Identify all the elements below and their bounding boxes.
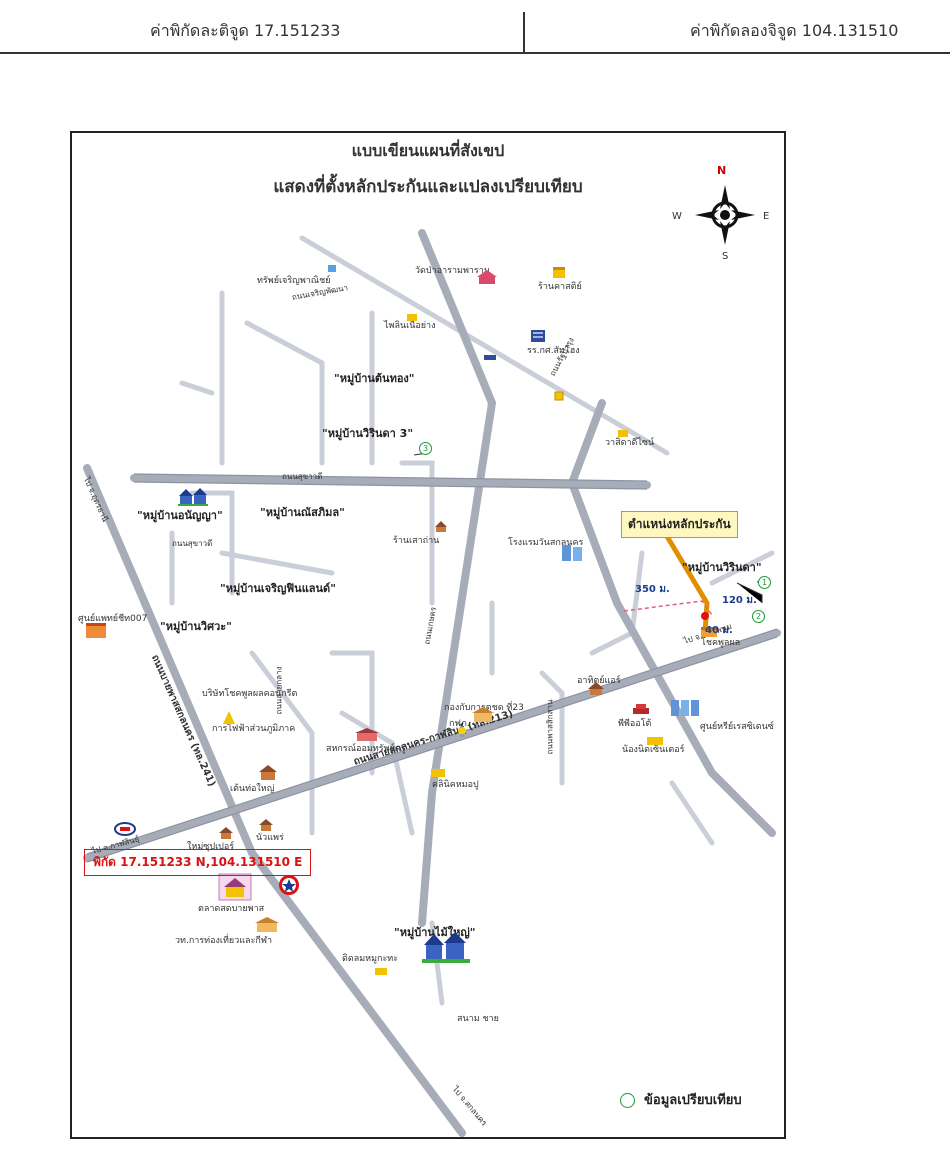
compass-east-label: E (763, 211, 770, 222)
village-house-icon (422, 931, 470, 963)
place-label: น้องนิดเซ็นเตอร์ (622, 745, 685, 755)
pipe-shop-icon (258, 763, 278, 781)
road-label: ถนนสายกลาง (274, 666, 284, 715)
shop-icon (700, 623, 718, 637)
village-house-icon (178, 488, 208, 506)
place-label: ทรัพย์เจริญพาณิชย์ (257, 276, 331, 286)
legend-circle-icon (620, 1093, 635, 1108)
village-label: "หมู่บ้านต้นทอง" (334, 372, 415, 385)
cooperative-icon (355, 727, 379, 741)
village-label: "หมู่บ้านณัสภิมล" (260, 506, 345, 519)
distance-label: 350 ม. (635, 584, 670, 595)
car-icon (484, 346, 496, 360)
place-label: ดิดลมหมูกะทะ (342, 954, 399, 964)
road-label: ถนนสุขาวดี (282, 472, 323, 481)
sports-office-icon (255, 917, 279, 933)
shop-icon (552, 264, 566, 278)
coordinates-box: พิกัด 17.151233 N,104.131510 E (84, 849, 312, 876)
supermarket-icon (218, 825, 234, 839)
place-label: วท.การท่องเที่ยวและกีฬา (175, 936, 273, 946)
place-label: ตลาดสดบายพาส (198, 904, 265, 914)
latitude-label: ค่าพิกัดละติจูด 17.151233 (150, 21, 341, 40)
shop-icon (327, 258, 337, 272)
restaurant-icon (258, 817, 274, 831)
road-edges (86, 473, 778, 863)
longitude-label: ค่าพิกัดลองจิจูด 104.131510 (690, 21, 899, 40)
place-label: รร.กศ.สัมโฮง (527, 346, 580, 356)
shop-icon (617, 423, 629, 437)
legend-label: ข้อมูลเปรียบเทียบ (644, 1093, 742, 1108)
place-label: การไฟฟ้าส่วนภูมิภาค (212, 724, 296, 734)
hotel-icon (560, 543, 584, 561)
residence-icon (670, 698, 700, 716)
major-roads (83, 229, 781, 1137)
compass-rose (695, 185, 755, 245)
village-label: "หมู่บ้านอนัญญา" (137, 509, 223, 522)
place-label: ใหม่ซุปเปอร์ (187, 842, 235, 852)
village-label: "หมู่บ้านวิศวะ" (160, 620, 232, 633)
place-label: โชคพูลผล (701, 638, 741, 648)
place-label: บริษัทโชคพูลผลคอนกรีต (202, 689, 298, 699)
road-label: ถนนพาสสิกสาน (545, 699, 555, 755)
office-icon (472, 707, 494, 723)
bulb-icon (456, 723, 468, 737)
place-label: กฟภ. (449, 719, 470, 729)
place-label: พีพีออโต้ (618, 719, 652, 729)
place-label: โรงแรมวันสกลนคร (508, 538, 584, 548)
route-dashed (623, 600, 713, 616)
restaurant-icon (374, 961, 388, 975)
gas-station-icon (114, 821, 136, 836)
place-label: ร้านคาสติย์ (538, 282, 582, 292)
place-label: วัดป่าอารามพาราม (415, 266, 490, 276)
car-repair-icon (632, 701, 650, 715)
place-label: สนาม ชาย (457, 1014, 499, 1024)
school-icon (530, 327, 546, 343)
shop-icon (646, 731, 664, 745)
place-label: นัวแพร่ (256, 833, 284, 843)
place-label: เต้นท่อใหญ่ (230, 784, 275, 794)
distance-label: 40 ม. (705, 625, 733, 636)
restaurant-icon (434, 518, 448, 532)
compass-west-label: W (672, 211, 682, 222)
market-icon (218, 873, 252, 901)
village-label: "หมู่บ้านวิรินดา" (682, 561, 762, 574)
shop-icon (406, 307, 418, 321)
comparable-pin: 3 (419, 442, 432, 455)
medical-icon (84, 621, 108, 639)
place-label: ร้านเสาถ่าน (393, 536, 440, 546)
collateral-marker-label: ตำแหน่งหลักประกัน (621, 511, 738, 538)
distance-label: 120 ม. (722, 595, 757, 606)
legend: ข้อมูลเปรียบเทียบ (620, 1089, 742, 1110)
comparable-pin: 1 (758, 576, 771, 589)
minor-roads (169, 235, 775, 1006)
map-title: แบบเขียนแผนที่สังเขป (351, 141, 505, 160)
factory-icon (222, 710, 236, 724)
temple-icon (477, 269, 497, 284)
compass-south-label: S (722, 251, 729, 262)
comparable-pin: 2 (752, 610, 765, 623)
place-label: ไพลินเนื้อย่าง (384, 321, 436, 331)
village-label: "หมู่บ้านวิรินดา 3" (322, 427, 414, 440)
collateral-point (701, 612, 709, 620)
road-label: ถนนสุขาวดี (172, 539, 213, 548)
place-label: ศูนย์แพทย์ชีท007 (78, 614, 148, 624)
place-label: วาสิดาดีไซน์ (605, 438, 655, 448)
coordinate-header: ค่าพิกัดละติจูด 17.151233 ค่าพิกัดลองจิจ… (0, 0, 950, 54)
shop-icon (554, 386, 564, 401)
place-label: สหกรณ์ออมทรัพย์ครู (326, 744, 406, 754)
marker-leader (659, 526, 710, 634)
place-label: อาทิตย์แอร์ (577, 676, 621, 686)
caltex-icon (278, 874, 300, 896)
compass-north-label: N (717, 164, 727, 177)
place-label: ศูนย์หรีย์เรสซิเดนซ์ (700, 722, 774, 732)
place-label: คลินิคหมอปู (432, 780, 479, 790)
sketch-map: แบบเขียนแผนที่สังเขป แสดงที่ตั้งหลักประก… (70, 131, 786, 1139)
village-label: "หมู่บ้านเจริญฟินแลนด์" (220, 582, 336, 595)
map-subtitle: แสดงที่ตั้งหลักประกันและแปลงเปรียบเทียบ (273, 177, 583, 197)
road-network (83, 185, 781, 1137)
clinic-icon (430, 763, 446, 777)
header-divider (523, 12, 525, 52)
restaurant-icon (587, 680, 605, 696)
